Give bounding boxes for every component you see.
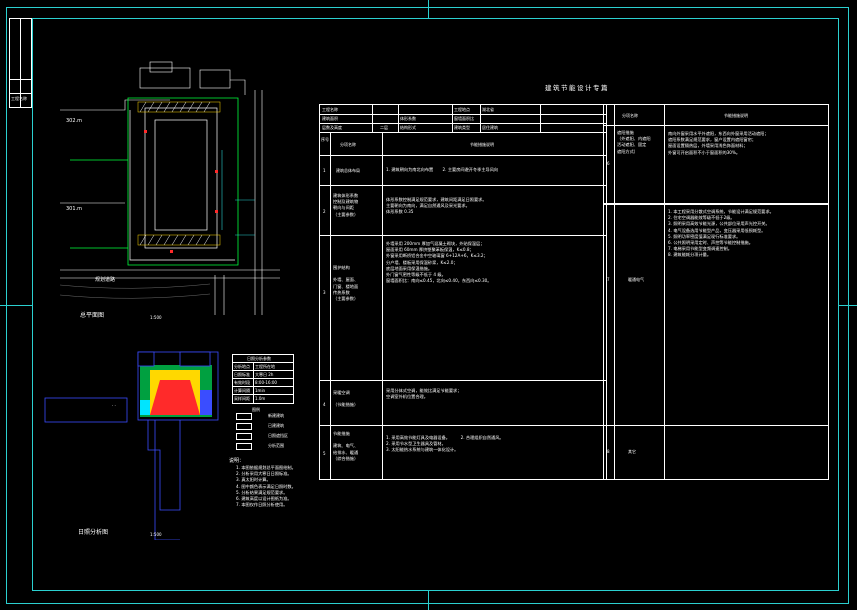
- row-item: 遮阳措施 （外遮阳、内遮阳 活动遮阳、固定 遮阳方式）: [617, 130, 651, 154]
- legend-title: 图例: [252, 407, 260, 412]
- row-number: 5: [323, 451, 326, 456]
- column-header-item: 分项名称: [340, 142, 356, 147]
- elevation-label-1: 302.m: [66, 118, 83, 124]
- meta-cell: 工程名称: [322, 107, 338, 112]
- meta-cell: 湖北省: [482, 107, 494, 112]
- road-label: 规划道路: [95, 277, 116, 283]
- legend-item: 分析范围: [268, 443, 284, 448]
- legend-item: 新建建筑: [268, 413, 284, 418]
- shadow-param-key: 日照标准: [234, 372, 250, 377]
- shadow-plan-scale: 1:500: [150, 532, 162, 537]
- drawing-frame-inner: [32, 18, 839, 591]
- column-header-desc: 节能措施说明: [470, 142, 494, 147]
- legend-item: 已建建筑: [268, 423, 284, 428]
- meta-cell: 体形系数: [400, 116, 416, 121]
- meta-cell: 层数及高度: [322, 125, 342, 130]
- shadow-dot-label: · ·: [112, 403, 116, 408]
- meta-cell: 结构形式: [400, 125, 416, 130]
- legend-swatch: [236, 423, 252, 430]
- center-tick-left: [0, 305, 32, 306]
- binding-strip: 工程名称: [9, 18, 32, 108]
- energy-table-left: 工程名称 工程地点 湖北省 建筑面积 体形系数 窗墙面积比 层数及高度 二层 结…: [319, 104, 607, 480]
- row-number: 1: [323, 168, 326, 173]
- row-item: 建筑体形系数 控制及建筑物 朝向与间距 （主要参数）: [333, 193, 359, 217]
- row-desc: 南向外窗采用水平外遮阳，东西向外窗采用活动遮阳； 遮阳系数满足规范要求，窗户设置…: [668, 131, 769, 155]
- legend-swatch: [236, 413, 252, 420]
- meta-cell: 建筑类型: [454, 125, 470, 130]
- meta-cell: 工程地点: [454, 107, 470, 112]
- legend-item: 日照遮挡区: [268, 433, 288, 438]
- shadow-param-value: 1.0m: [255, 396, 266, 401]
- row-item: 其它: [628, 449, 636, 454]
- row-number: 2: [323, 209, 326, 214]
- shadow-param-value: 1min: [255, 388, 266, 393]
- row-item: 采暖空调 （节能措施）: [333, 390, 359, 408]
- row-desc: 外墙采用 200mm 厚加气混凝土砌块，外贴保温层； 屋面采用 60mm 厚挤塑…: [386, 241, 492, 284]
- site-plan-scale: 1:500: [150, 315, 162, 320]
- row-item: 围护结构 外墙、屋面、 门窗、楼地面 传热系数 （主要参数）: [333, 265, 359, 302]
- meta-cell: 窗墙面积比: [454, 116, 474, 121]
- row-item: 节能措施 建筑、电气、 给排水、暖通 （综合措施）: [333, 431, 359, 461]
- shadow-param-key: 分析地点: [234, 364, 250, 369]
- row-desc: 采用分体式空调，能效比满足节能要求； 空调室外机位置合理。: [386, 388, 462, 400]
- notes-title: 说明：: [229, 458, 245, 464]
- row-desc: 1. 建筑朝向为南北向布置 2. 主要房间避开冬季主导风向: [386, 167, 499, 172]
- row-number: 8: [607, 449, 610, 454]
- shadow-param-value: 大寒日 2h: [255, 372, 274, 377]
- center-tick-right: [839, 305, 857, 306]
- center-tick-top: [428, 0, 429, 18]
- center-tick-bottom: [428, 591, 429, 610]
- row-number: 3: [323, 290, 326, 295]
- shadow-param-value: 工程所在地: [255, 364, 275, 369]
- shadow-param-header: 日照分析参数: [247, 356, 271, 361]
- shadow-param-key: 计算间隔: [234, 388, 250, 393]
- row-item: 建筑总体布局: [336, 168, 360, 173]
- elevation-label-2: 301.m: [66, 206, 83, 212]
- main-table-title: 建筑节能设计专篇: [545, 84, 609, 92]
- legend-swatch: [236, 433, 252, 440]
- row-desc: 体形系数控制满足规范要求，建筑间距满足日照要求。 主要朝向为南向，满足自然通风及…: [386, 197, 487, 215]
- binding-strip-label: 工程名称: [11, 96, 27, 101]
- right-header-desc: 节能措施说明: [724, 113, 748, 118]
- shadow-param-value: 8:00-16:00: [255, 380, 277, 385]
- energy-table-right: 分项名称 节能措施说明 6 遮阳措施 （外遮阳、内遮阳 活动遮阳、固定 遮阳方式…: [603, 104, 829, 480]
- shadow-param-key: 采样间距: [234, 396, 250, 401]
- shadow-plan-title: 日照分析图: [78, 529, 109, 536]
- meta-cell: 建筑面积: [322, 116, 338, 121]
- row-number: 7: [607, 277, 610, 282]
- legend-swatch: [236, 443, 252, 450]
- shadow-param-table: 日照分析参数 分析地点 工程所在地 日照标准 大寒日 2h 有效时段 8:00-…: [232, 354, 294, 404]
- row-desc: 1. 本工程采用分散式空调系统，节能设计满足规范要求。 2. 住宅空调器能效等级…: [668, 209, 774, 258]
- shadow-analysis-drawing: [44, 351, 219, 540]
- right-header-item: 分项名称: [622, 113, 638, 118]
- row-number: 4: [323, 402, 326, 407]
- column-header-no: 序号: [321, 137, 329, 142]
- row-item: 暖通电气: [628, 277, 644, 282]
- notes-text: 1. 本图依据规划总平面图绘制。 2. 分析采用大寒日日照标准。 3. 真太阳时…: [236, 465, 296, 508]
- shadow-param-key: 有效时段: [234, 380, 250, 385]
- site-plan-drawing: [59, 61, 280, 315]
- row-desc: 1. 采用高效节能灯具及电器设备。 2. 合理组织自然通风。 2. 采用节水型卫…: [386, 435, 504, 453]
- meta-cell: 二层: [380, 125, 388, 130]
- row-number: 6: [607, 161, 610, 166]
- site-plan-title: 总平面图: [80, 312, 105, 319]
- meta-cell: 居住建筑: [482, 125, 498, 130]
